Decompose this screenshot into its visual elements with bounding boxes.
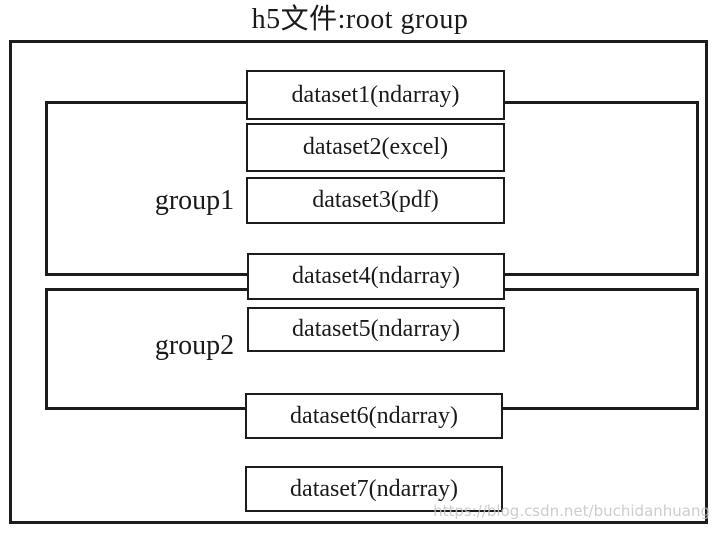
dataset1-box: dataset1(ndarray)	[246, 70, 505, 120]
group1-label: group1	[154, 185, 235, 216]
dataset7-box: dataset7(ndarray)	[245, 466, 503, 512]
dataset4-box: dataset4(ndarray)	[247, 253, 505, 300]
dataset2-box: dataset2(excel)	[246, 123, 505, 172]
watermark: https://blog.csdn.net/buchidanhuang	[433, 502, 710, 520]
dataset5-box: dataset5(ndarray)	[247, 307, 505, 352]
dataset3-box: dataset3(pdf)	[246, 177, 505, 224]
dataset6-box: dataset6(ndarray)	[245, 393, 503, 439]
diagram-title: h5文件:root group	[251, 4, 469, 35]
group2-label: group2	[154, 330, 235, 361]
